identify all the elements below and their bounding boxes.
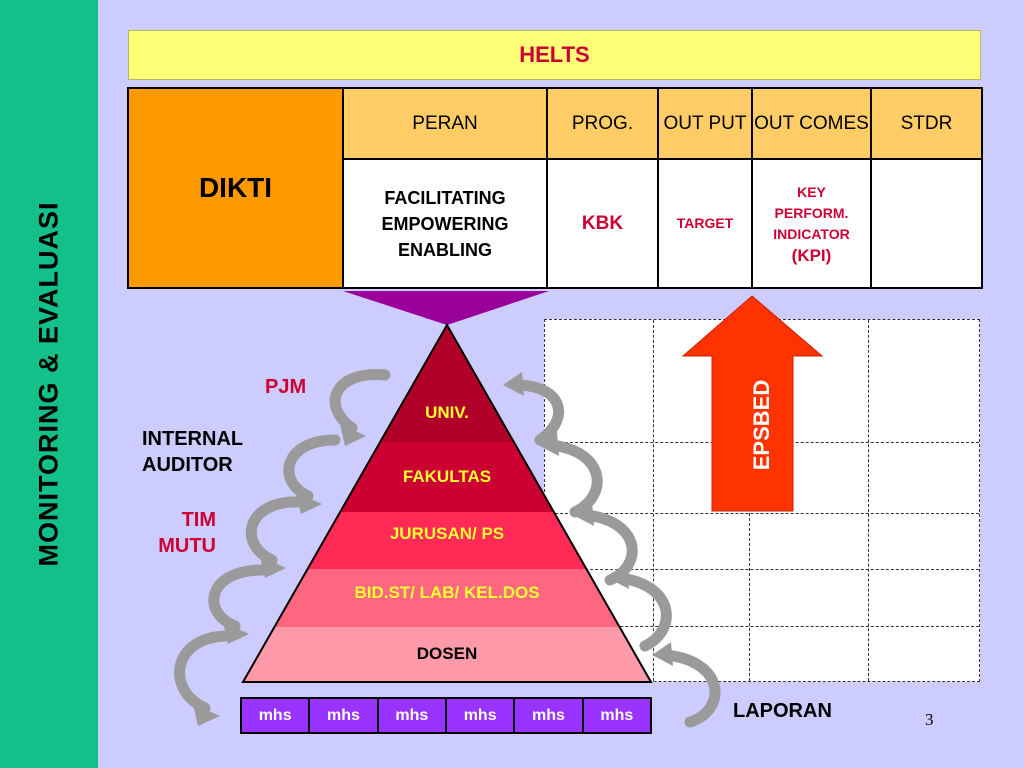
epsbed-label: EPSBED: [749, 380, 774, 470]
right-curved-arrows: [509, 379, 721, 728]
pyramid-label-bidst: BID.ST/ LAB/ KEL.DOS: [354, 583, 539, 602]
mhs-cell: mhs: [239, 697, 311, 734]
tim-mutu-line: MUTU: [158, 535, 216, 557]
mhs-cell: mhs: [581, 697, 653, 734]
header-stdr: STDR: [870, 87, 983, 160]
right-arrowheads: [503, 372, 673, 666]
mhs-row: mhs mhs mhs mhs mhs mhs: [239, 697, 653, 734]
grid-line: [868, 320, 869, 681]
outcomes-line: PERFORM.: [774, 204, 849, 221]
pyramid-label-fakultas: FAKULTAS: [403, 467, 491, 486]
dikti-cell: DIKTI: [127, 87, 344, 289]
pyramid-level-bidst: [243, 569, 651, 627]
tim-mutu-label: TIM MUTU: [142, 507, 216, 559]
curved-arrow-icon: [208, 564, 268, 632]
curved-arrow-icon: [245, 496, 306, 566]
internal-auditor-label: INTERNAL AUDITOR: [142, 426, 243, 478]
page-number: 3: [925, 710, 934, 729]
pjm-label: PJM: [265, 376, 307, 398]
epsbed-arrow-icon: [681, 295, 824, 512]
header-outcomes: OUT COMES: [751, 87, 872, 160]
internal-auditor-line: AUDITOR: [142, 454, 233, 476]
pyramid-outline: [241, 322, 653, 683]
laporan-label: LAPORAN: [733, 700, 832, 722]
tim-mutu-line: TIM: [181, 509, 216, 531]
stdr-cell: [870, 158, 983, 289]
grid-line: [749, 513, 750, 681]
peran-line: ENABLING: [398, 239, 492, 260]
funnel-shape: [343, 291, 549, 325]
pyramid-label-univ: UNIV.: [425, 403, 469, 422]
left-curved-arrows: [174, 369, 391, 714]
curved-arrow-icon: [659, 649, 721, 728]
pyramid-level-dosen: [243, 627, 651, 682]
mhs-cell: mhs: [308, 697, 379, 734]
prog-cell: KBK: [546, 158, 659, 289]
peran-cell: FACILITATING EMPOWERING ENABLING: [342, 158, 548, 289]
header-output: OUT PUT: [657, 87, 753, 160]
dikti-table: DIKTI PERAN PROG. OUT PUT OUT COMES STDR…: [127, 87, 983, 289]
curved-arrow-icon: [283, 434, 341, 502]
mhs-cell: mhs: [444, 697, 516, 734]
curved-arrow-icon: [509, 379, 565, 446]
outcomes-kpi: (KPI): [791, 245, 832, 265]
arrowhead-icon: [260, 556, 286, 578]
peran-line: EMPOWERING: [381, 213, 509, 234]
mhs-cell: mhs: [376, 697, 447, 734]
grid-line: [545, 513, 979, 514]
outcomes-line: INDICATOR: [773, 225, 850, 242]
arrowhead-icon: [296, 492, 322, 514]
output-cell: TARGET: [657, 158, 753, 289]
arrowhead-icon: [538, 432, 559, 456]
header-peran: PERAN: [342, 87, 548, 160]
mhs-cell: mhs: [513, 697, 584, 734]
internal-auditor-line: INTERNAL: [142, 428, 244, 450]
outcomes-line: KEY: [797, 183, 826, 200]
grid-line: [545, 569, 979, 570]
curved-arrow-icon: [174, 630, 234, 714]
arrowhead-icon: [193, 704, 220, 726]
helts-banner: HELTS: [128, 30, 981, 80]
pyramid-label-jurusan: JURUSAN/ PS: [390, 524, 504, 543]
grid-line: [653, 320, 654, 681]
arrowhead-icon: [573, 502, 594, 526]
sidebar: MONITORING & EVALUASI: [0, 0, 98, 768]
grid-line: [545, 626, 979, 627]
arrowhead-icon: [652, 642, 673, 666]
pyramid: [243, 325, 651, 682]
arrowhead-icon: [503, 372, 524, 396]
arrowhead-icon: [340, 424, 366, 446]
arrowhead-icon: [223, 622, 249, 644]
header-prog: PROG.: [546, 87, 659, 160]
peran-line: FACILITATING: [384, 187, 506, 208]
pyramid-label-dosen: DOSEN: [417, 644, 477, 663]
curved-arrow-icon: [329, 369, 391, 434]
curved-arrow-icon: [544, 439, 603, 518]
left-arrowheads: [193, 424, 366, 726]
curved-arrow-icon: [614, 572, 672, 652]
arrowhead-icon: [608, 565, 629, 589]
outcomes-cell: KEY PERFORM. INDICATOR (KPI): [751, 158, 872, 289]
